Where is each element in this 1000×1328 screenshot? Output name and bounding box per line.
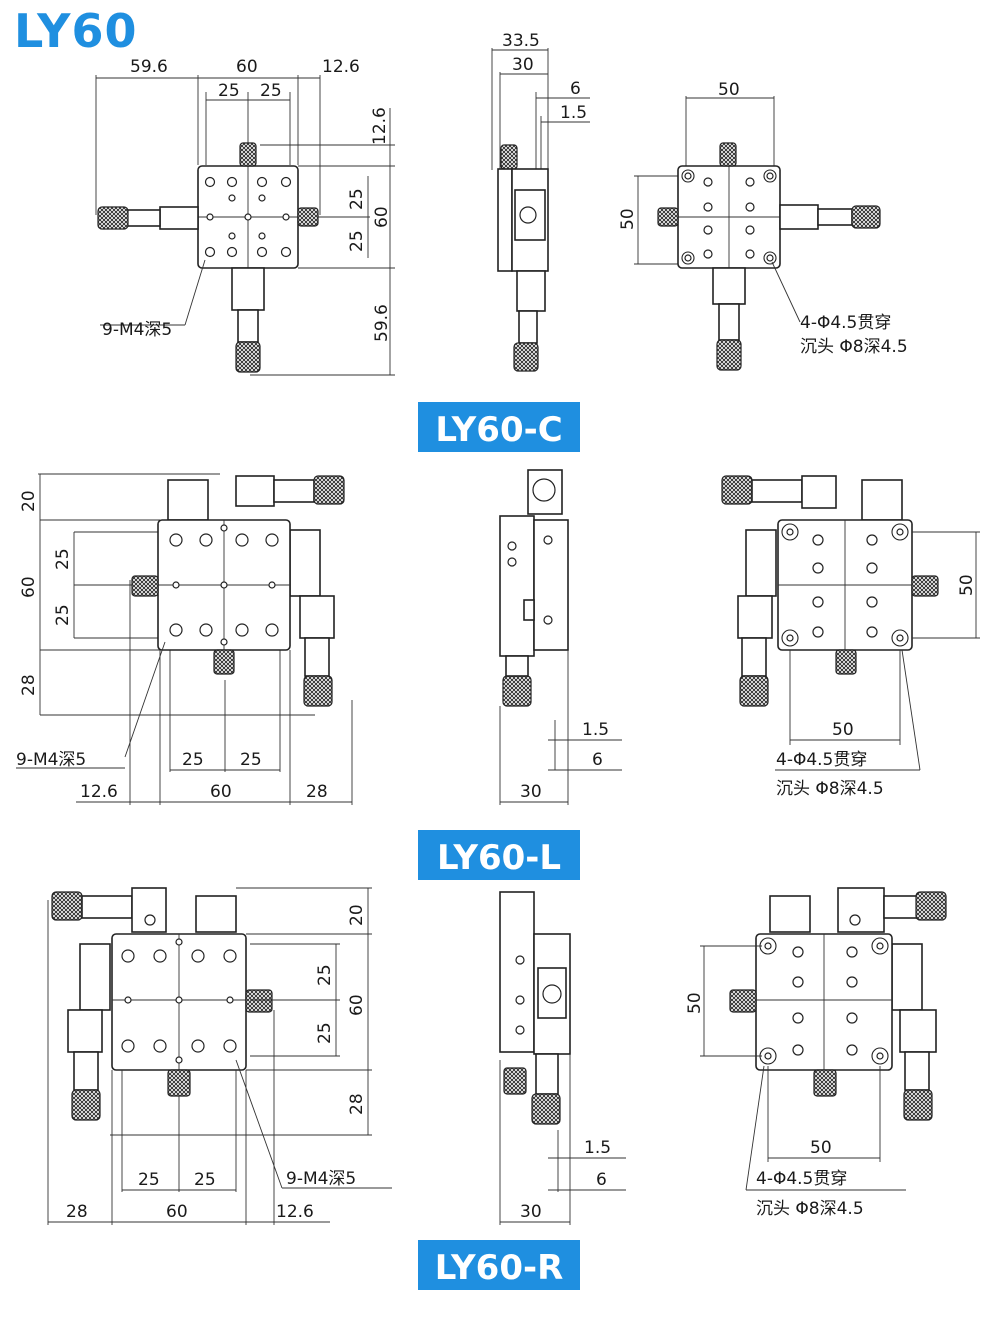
r-side-dim-30: 30 <box>520 1202 542 1222</box>
c-dim-25b: 25 <box>260 81 282 101</box>
r-side-dim-1-5: 1.5 <box>584 1138 611 1158</box>
r-top-holes <box>121 938 237 1064</box>
c-dim-25a: 25 <box>218 81 240 101</box>
r-dim-25b: 25 <box>315 1022 335 1044</box>
r-mount-note-1: 4-Φ4.5贯穿 <box>756 1169 847 1189</box>
badge-ly60-c: LY60-C <box>418 402 580 452</box>
l-dim-25a: 25 <box>53 548 73 570</box>
l-mount-note-1: 4-Φ4.5贯穿 <box>776 750 867 770</box>
l-side-dim-30: 30 <box>520 782 542 802</box>
c-top-holes <box>204 176 292 258</box>
c-dim-12-6-v: 12.6 <box>370 107 390 145</box>
c-dim-60: 60 <box>236 57 258 77</box>
l-dim-25b: 25 <box>53 604 73 626</box>
l-top-holes <box>169 524 279 646</box>
c-side-dim-30: 30 <box>512 55 534 75</box>
r-bottom-counterbores <box>759 937 889 1065</box>
badge-ly60-c-label: LY60-C <box>435 410 562 450</box>
ly60-r-side-view: 1.5 6 30 <box>499 891 626 1225</box>
r-dim-12-6: 12.6 <box>276 1202 314 1222</box>
c-dim-60-v: 60 <box>372 206 392 228</box>
r-dim-25a: 25 <box>315 964 335 986</box>
l-dim-60-h: 60 <box>210 782 232 802</box>
ly60-c-side-view: 33.5 30 6 1.5 <box>491 31 590 372</box>
l-dim-25c: 25 <box>182 750 204 770</box>
l-hole-note: 9-M4深5 <box>16 750 86 770</box>
c-dim-25-v2: 25 <box>347 230 367 252</box>
c-side-dim-1-5: 1.5 <box>560 103 587 123</box>
r-dim-60-v: 60 <box>347 994 367 1016</box>
c-bottom-dim-50-v: 50 <box>618 208 638 230</box>
c-bottom-holes <box>703 177 755 259</box>
ly60-l-top-view: 20 25 60 25 28 25 25 12.6 60 28 <box>16 473 353 805</box>
l-side-dim-1-5: 1.5 <box>582 720 609 740</box>
l-dim-60-v: 60 <box>19 576 39 598</box>
badge-ly60-r: LY60-R <box>418 1240 580 1290</box>
c-hole-note: 9-M4深5 <box>102 320 172 340</box>
l-bottom-dim-50-h: 50 <box>832 720 854 740</box>
c-dim-12-6: 12.6 <box>322 57 360 77</box>
r-bottom-dim-50-v: 50 <box>685 992 705 1014</box>
l-dim-12-6: 12.6 <box>80 782 118 802</box>
l-dim-25d: 25 <box>240 750 262 770</box>
r-mount-note-2: 沉头 Φ8深4.5 <box>756 1199 864 1219</box>
r-dim-28-v: 28 <box>347 1093 367 1115</box>
ly60-l-side-view: 1.5 6 30 <box>499 469 622 805</box>
ly60-r-bottom-view: 50 50 4-Φ4.5贯穿 沉头 Φ8深4.5 <box>685 887 947 1219</box>
page-title: LY60 <box>14 4 138 58</box>
c-side-dim-6: 6 <box>570 79 581 99</box>
c-bottom-counterbores <box>681 169 777 265</box>
c-dim-59-6-v: 59.6 <box>372 304 392 342</box>
r-bottom-holes <box>792 946 858 1056</box>
c-dim-59-6: 59.6 <box>130 57 168 77</box>
r-hole-note: 9-M4深5 <box>286 1169 356 1189</box>
r-dim-20: 20 <box>347 904 367 926</box>
l-dim-20: 20 <box>19 490 39 512</box>
c-mount-note-1: 4-Φ4.5贯穿 <box>800 313 891 333</box>
r-dim-25c: 25 <box>138 1170 160 1190</box>
c-dim-25-v1: 25 <box>347 188 367 210</box>
ly60-c-top-view: 59.6 60 12.6 25 25 12.6 25 60 25 59.6 <box>95 57 395 376</box>
c-bottom-dim-50-h: 50 <box>718 80 740 100</box>
l-dim-28-v: 28 <box>19 674 39 696</box>
r-dim-60-h: 60 <box>166 1202 188 1222</box>
l-bottom-holes <box>812 534 878 638</box>
l-bottom-counterbores <box>781 523 909 647</box>
l-mount-note-2: 沉头 Φ8深4.5 <box>776 779 884 799</box>
l-bottom-dim-50-v: 50 <box>957 574 977 596</box>
r-dim-28-h: 28 <box>66 1202 88 1222</box>
badge-ly60-l-label: LY60-L <box>437 838 561 878</box>
l-dim-28-h: 28 <box>306 782 328 802</box>
c-mount-note-2: 沉头 Φ8深4.5 <box>800 337 908 357</box>
l-side-dim-6: 6 <box>592 750 603 770</box>
r-dim-25d: 25 <box>194 1170 216 1190</box>
c-side-dim-33-5: 33.5 <box>502 31 540 51</box>
r-bottom-dim-50-h: 50 <box>810 1138 832 1158</box>
ly60-c-bottom-view: 50 50 4-Φ4.5贯穿 沉头 Φ8深4.5 <box>618 80 908 371</box>
ly60-r-top-view: 20 25 60 25 28 25 25 28 60 12.6 9-M4深5 <box>47 887 392 1225</box>
r-side-dim-6: 6 <box>596 1170 607 1190</box>
badge-ly60-r-label: LY60-R <box>435 1248 564 1288</box>
ly60-l-bottom-view: 50 50 4-Φ4.5贯穿 沉头 Φ8深4.5 <box>721 475 980 799</box>
badge-ly60-l: LY60-L <box>418 830 580 880</box>
